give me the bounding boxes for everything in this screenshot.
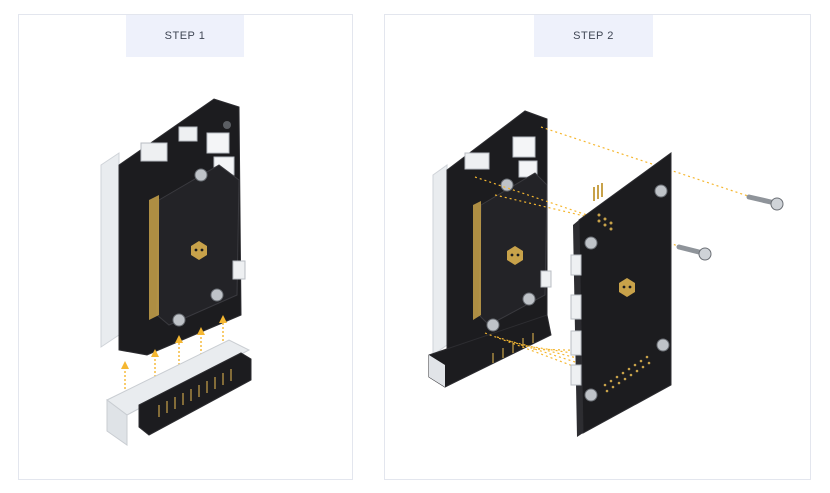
step-1-label: STEP 1: [126, 15, 244, 57]
screw-icon: [676, 244, 712, 261]
top-board: [570, 152, 672, 437]
step-2-label: STEP 2: [534, 15, 653, 57]
carrier-board: [100, 98, 246, 356]
assembled-stack: [428, 110, 552, 388]
logo-icon: [619, 278, 635, 297]
logo-icon: [507, 246, 523, 265]
screw-icon: [746, 194, 784, 211]
base-connector: [106, 339, 252, 446]
step-1-panel: STEP 1: [18, 14, 353, 480]
step-2-panel: STEP 2: [384, 14, 811, 480]
logo-icon: [191, 241, 207, 260]
step-1-assembly-illustration: [100, 98, 252, 446]
step-2-assembly-illustration: [428, 110, 784, 437]
